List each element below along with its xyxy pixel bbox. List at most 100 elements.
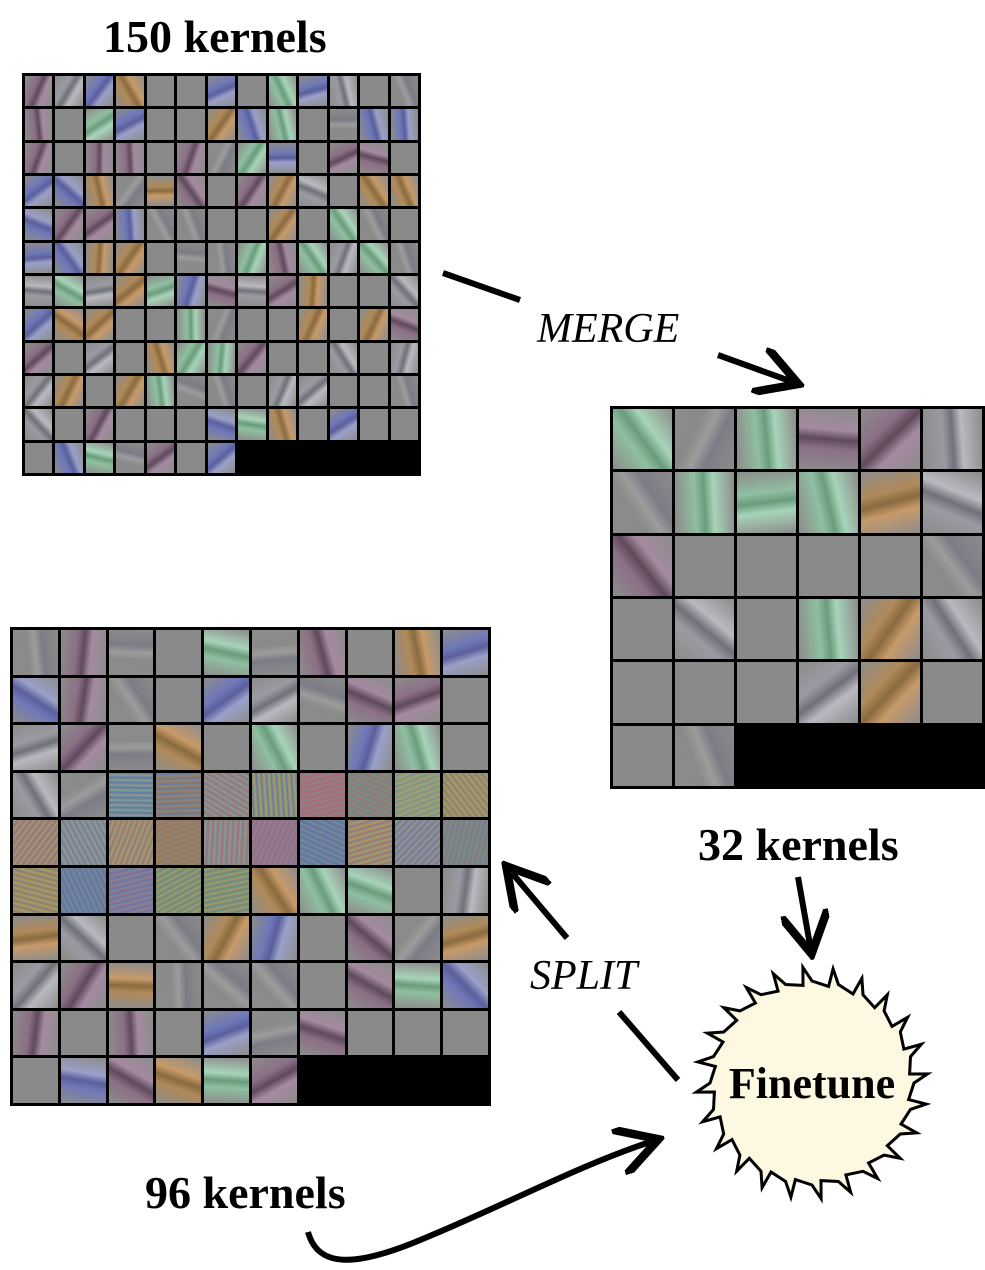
label-96-kernels: 96 kernels: [145, 1167, 346, 1218]
grid96-kernel: [395, 677, 441, 723]
grid150-kernel: [116, 442, 144, 473]
grid96-kernel: [60, 725, 106, 770]
label-split: SPLIT: [530, 953, 638, 999]
grid96-kernel: [299, 725, 345, 770]
grid150-kernel: [268, 209, 297, 240]
grid150-kernel: [25, 409, 53, 440]
finetune-label: Finetune: [729, 1059, 895, 1108]
grid96-kernel: [60, 630, 106, 675]
grid96-kernel: [395, 630, 441, 675]
grid96-kernel: [252, 915, 297, 961]
grid96-kernel: [299, 915, 345, 961]
grid96-kernel: [347, 772, 393, 818]
grid150-kernel: [390, 76, 418, 107]
grid150-kernel: [207, 176, 236, 207]
grid150-kernel: [390, 176, 418, 207]
grid150-kernel: [390, 376, 418, 407]
grid96-kernel: [60, 772, 106, 818]
grid32-kernel: [737, 662, 796, 723]
grid96-kernel: [347, 677, 393, 723]
grid150-kernel: [146, 142, 175, 173]
grid96-kernel: [395, 820, 441, 865]
grid96-kernel: [13, 820, 58, 865]
grid150-kernel: [55, 242, 83, 273]
grid150-kernel: [116, 176, 144, 207]
grid96-kernel: [252, 963, 297, 1008]
grid150-kernel: [360, 142, 388, 173]
grid96-kernel: [156, 868, 202, 913]
grid96-kernel: [60, 677, 106, 723]
grid150-kernel: [268, 109, 297, 140]
grid150-kernel: [329, 409, 358, 440]
grid150-kernel: [238, 309, 266, 340]
grid150-kernel: [329, 209, 358, 240]
grid150-kernel: [177, 342, 205, 373]
grid32-kernel: [613, 409, 672, 470]
grid150-kernel: [55, 309, 83, 340]
grid150-kernel: [177, 142, 205, 173]
grid150-kernel: [146, 376, 175, 407]
grid96-kernel: [299, 1010, 345, 1056]
grid96-kernel: [156, 630, 202, 675]
label-merge: MERGE: [537, 306, 680, 352]
grid150-kernel: [85, 242, 114, 273]
grid150-kernel: [25, 142, 53, 173]
grid150-kernel: [207, 309, 236, 340]
merge-line-segment: [442, 270, 521, 303]
grid96-kernel: [443, 630, 488, 675]
grid96-kernel: [156, 772, 202, 818]
grid32-kernel: [799, 535, 858, 596]
grid96-kernel: [395, 725, 441, 770]
grid150-kernel: [329, 176, 358, 207]
grid150-kernel: [268, 176, 297, 207]
grid150-kernel: [25, 276, 53, 307]
grid32-kernel: [861, 409, 920, 470]
grid96-kernel: [347, 915, 393, 961]
grid150-kernel: [85, 309, 114, 340]
grid96-kernel: [204, 630, 249, 675]
grid96-kernel: [299, 963, 345, 1008]
grid32-kernel: [923, 599, 982, 660]
grid150-kernel: [177, 442, 205, 473]
grid150-kernel: [390, 209, 418, 240]
grid150-kernel: [207, 109, 236, 140]
grid96-kernel: [13, 915, 58, 961]
grid150-kernel: [299, 276, 327, 307]
grid96-kernel: [108, 772, 154, 818]
grid32-kernel: [799, 599, 858, 660]
grid32-kernel: [737, 472, 796, 533]
grid150-kernel: [85, 209, 114, 240]
grid32-kernel: [799, 472, 858, 533]
grid32-kernel: [923, 535, 982, 596]
grid96-kernel: [443, 1010, 488, 1056]
grid150-kernel: [360, 276, 388, 307]
grid96-kernel: [252, 1058, 297, 1103]
grid96-kernel: [108, 1058, 154, 1103]
grid32-kernel: [799, 662, 858, 723]
grid32-kernel: [861, 662, 920, 723]
grid32-kernel: [613, 472, 672, 533]
grid32-kernel: [923, 662, 982, 723]
grid150-kernel: [329, 76, 358, 107]
grid150-kernel: [207, 209, 236, 240]
grid150-kernel: [207, 142, 236, 173]
grid96-kernel: [60, 868, 106, 913]
grid150-kernel: [55, 342, 83, 373]
grid150-kernel: [207, 376, 236, 407]
grid96-kernel: [13, 630, 58, 675]
grid150-kernel: [238, 376, 266, 407]
grid150-kernel: [85, 442, 114, 473]
grid150-kernel: [25, 342, 53, 373]
grid32-kernel: [613, 535, 672, 596]
grid150-kernel: [177, 109, 205, 140]
grid96-kernel: [204, 915, 249, 961]
grid96-kernel: [252, 725, 297, 770]
grid96-kernel: [252, 677, 297, 723]
grid150-kernel: [238, 109, 266, 140]
grid32-kernel: [613, 599, 672, 660]
grid150-kernel: [146, 76, 175, 107]
grid150-kernel: [55, 442, 83, 473]
grid150-kernel: [390, 142, 418, 173]
grid150-kernel: [360, 109, 388, 140]
